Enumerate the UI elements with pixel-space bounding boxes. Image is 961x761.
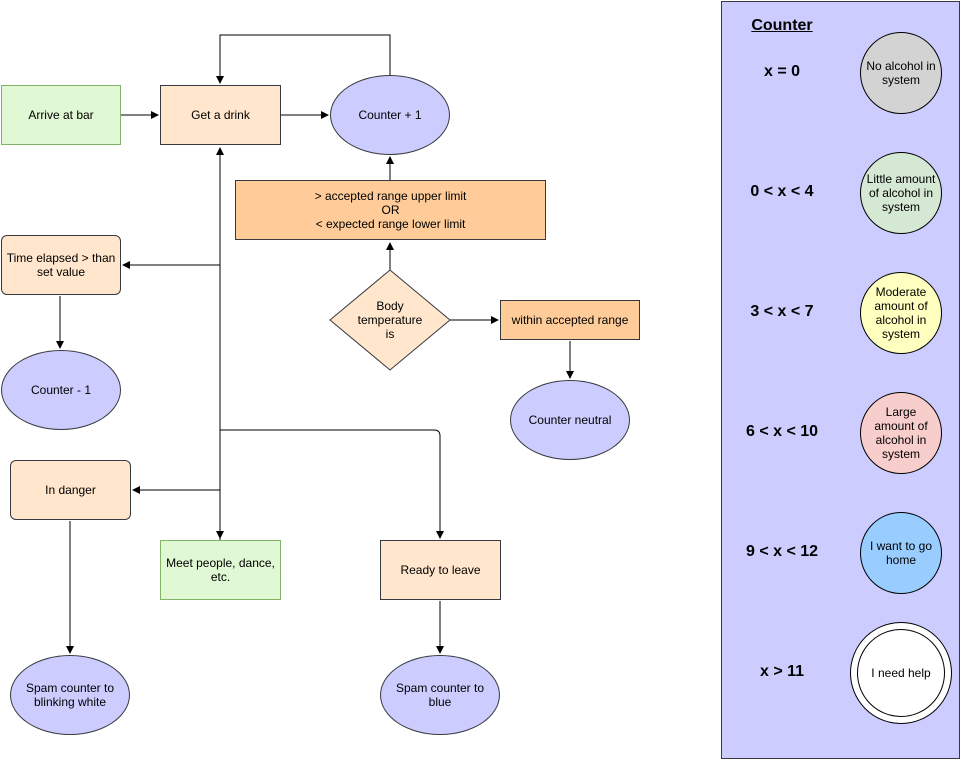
ready-to-leave-node[interactable]: Ready to leave [380,540,501,600]
meet-people-node[interactable]: Meet people, dance, etc. [160,540,281,600]
body-temperature-node[interactable]: Body temperature is [345,290,435,350]
counter-plus-one-label: Counter + 1 [358,108,422,122]
counter-minus-one-node[interactable]: Counter - 1 [1,350,121,430]
legend-state-circle: I want to go home [860,512,942,594]
range-lower-label: < expected range lower limit [315,217,466,231]
spam-white-node[interactable]: Spam counter to blinking white [10,655,130,735]
body-temp-line-3: is [385,327,395,341]
meet-people-label: Meet people, dance, etc. [166,556,275,584]
counter-legend-panel: Counter x = 0 No alcohol in system 0 < x… [721,1,960,759]
legend-state-text: Little amount of alcohol in system [866,172,936,214]
get-a-drink-label: Get a drink [191,108,250,122]
legend-state-circle-outer: I need help [850,622,952,724]
legend-state-text: I want to go home [869,539,933,567]
legend-state-text: Moderate amount of alcohol in system [874,285,928,341]
time-elapsed-label: Time elapsed > than set value [6,251,116,279]
legend-state-circle: I need help [857,629,945,717]
legend-state-circle: Little amount of alcohol in system [860,152,942,234]
body-temp-line-1: Body [376,299,404,313]
legend-range-label: 9 < x < 12 [745,543,819,560]
arrive-at-bar-label: Arrive at bar [28,108,94,122]
time-elapsed-node[interactable]: Time elapsed > than set value [1,235,121,295]
legend-range-label: 3 < x < 7 [750,303,814,320]
range-upper-label: > accepted range upper limit [314,189,467,203]
legend-title: Counter [751,17,813,34]
arrive-at-bar-node[interactable]: Arrive at bar [1,85,121,145]
legend-state-text: No alcohol in system [866,59,936,87]
counter-neutral-node[interactable]: Counter neutral [510,380,630,460]
edge-counter-plus-loop [216,34,391,84]
ready-to-leave-label: Ready to leave [400,563,481,577]
legend-state-circle: No alcohol in system [860,32,942,114]
legend-state-text: I need help [871,666,931,680]
spam-blue-label: Spam counter to blue [395,681,485,709]
within-range-node[interactable]: within accepted range [500,300,640,340]
get-a-drink-node[interactable]: Get a drink [160,85,281,145]
within-range-label: within accepted range [511,313,629,327]
in-danger-label: In danger [45,483,96,497]
legend-state-text: Large amount of alcohol in system [874,405,928,461]
counter-plus-one-node[interactable]: Counter + 1 [330,75,450,155]
edge-trunk-to-leave [220,429,444,539]
legend-state-circle: Large amount of alcohol in system [860,392,942,474]
counter-minus-one-label: Counter - 1 [30,383,92,397]
in-danger-node[interactable]: In danger [10,460,131,520]
counter-neutral-label: Counter neutral [528,413,612,427]
range-condition-node[interactable]: > accepted range upper limit OR < expect… [235,180,546,240]
spam-blue-node[interactable]: Spam counter to blue [380,655,500,735]
legend-range-label: 6 < x < 10 [745,423,819,440]
legend-range-label: 0 < x < 4 [750,183,814,200]
spam-white-label: Spam counter to blinking white [25,681,115,709]
range-or-label: OR [381,203,400,217]
legend-range-label: x > 11 [759,663,805,680]
body-temperature-diamond [329,269,451,371]
legend-state-circle: Moderate amount of alcohol in system [860,272,942,354]
body-temp-line-2: temperature [357,313,423,327]
legend-range-label: x = 0 [763,63,801,80]
